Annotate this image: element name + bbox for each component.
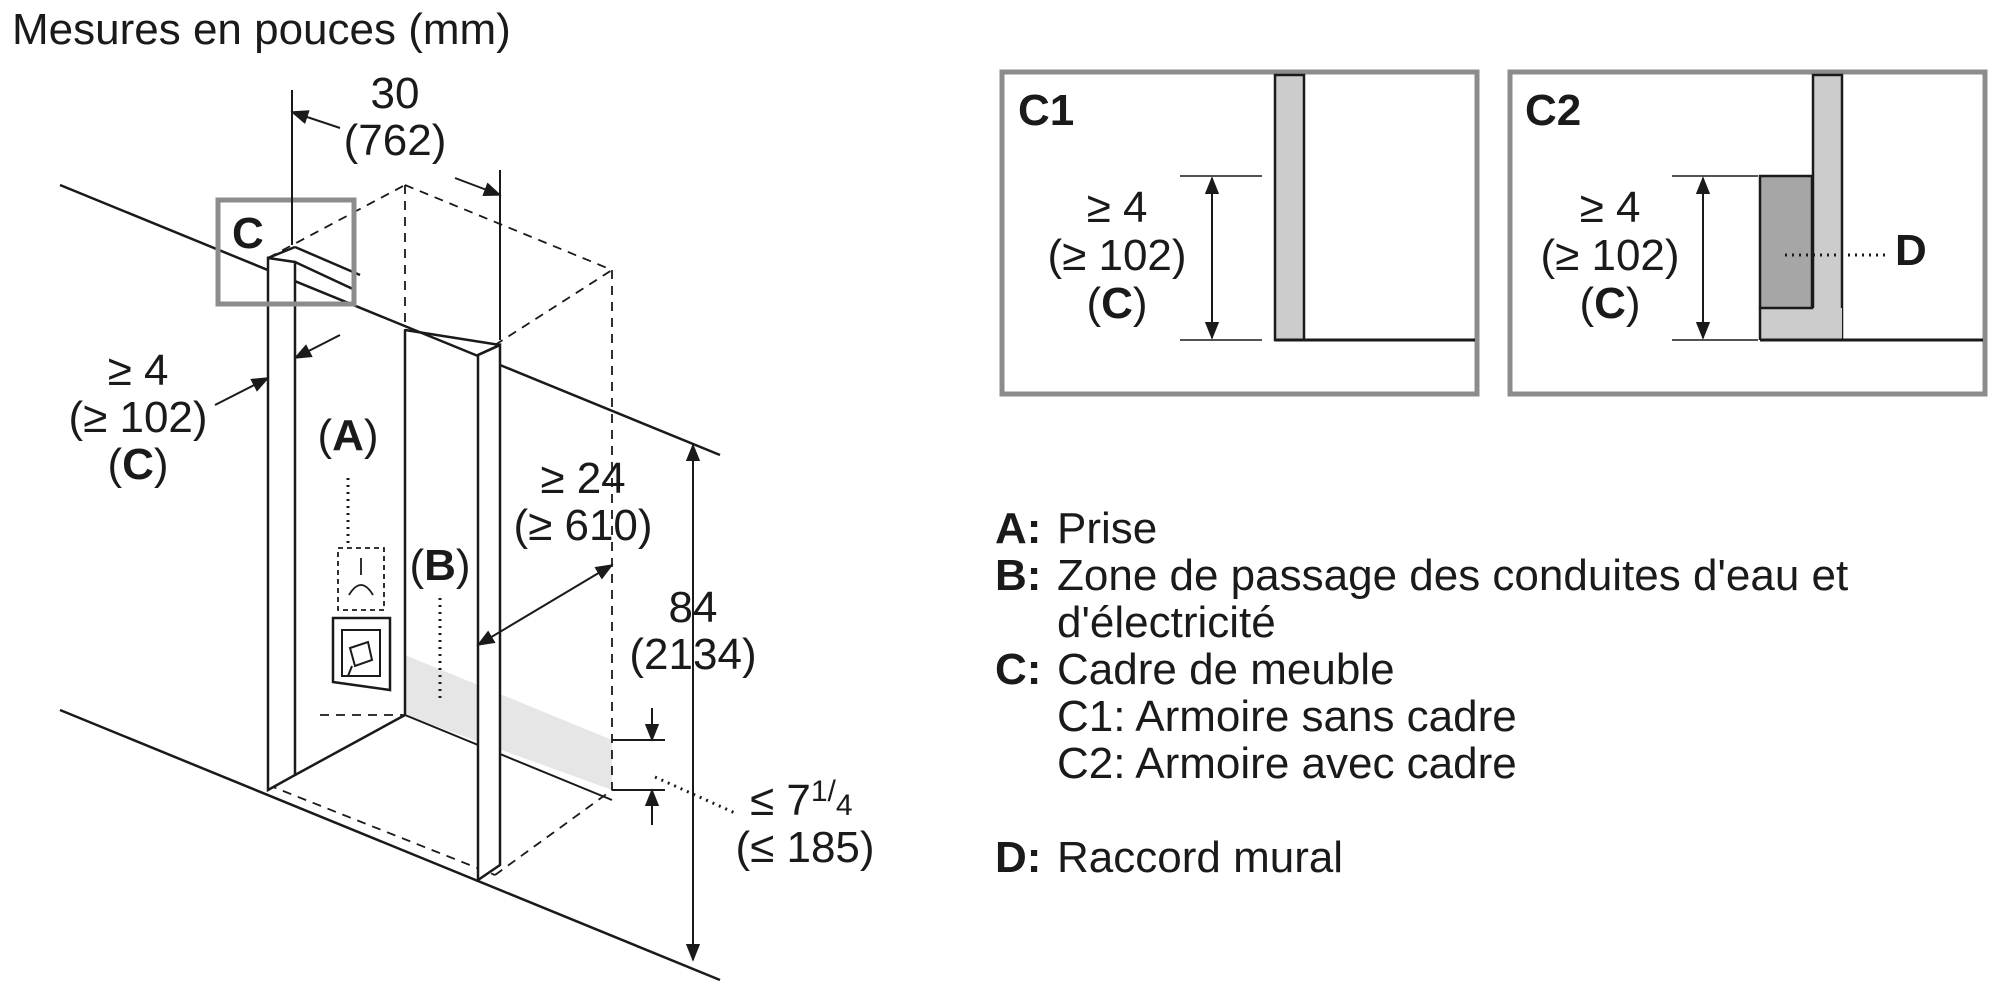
depth-inches: ≥ 24: [540, 454, 625, 503]
detail-c2-gap-ref: (C): [1579, 279, 1640, 328]
detail-c2-wall-label: D: [1895, 226, 1927, 275]
legend-b-text-2: d'électricité: [1057, 598, 1276, 647]
legend-d-text: Raccord mural: [1057, 833, 1343, 882]
height-inches: 84: [669, 583, 718, 632]
legend-b-text-1: Zone de passage des conduites d'eau et: [1057, 551, 1848, 600]
outlet-symbol: [337, 547, 385, 611]
supply-zone-shading: [405, 655, 612, 790]
main-isometric-view: [59, 183, 721, 982]
legend-b-key: B:: [995, 551, 1041, 600]
legend-a-text: Prise: [1057, 504, 1157, 553]
detail-c2-gap-inches: ≥ 4: [1580, 183, 1641, 232]
detail-c1-gap-mm: (≥ 102): [1047, 231, 1186, 280]
detail-c1-gap-inches: ≥ 4: [1087, 183, 1148, 232]
water-valve-symbol: [331, 616, 392, 692]
right-cabinet-panel: [476, 343, 502, 883]
side-gap-inches: ≥ 4: [108, 346, 169, 395]
legend-c-text: Cadre de meuble: [1057, 645, 1395, 694]
legend-a-key: A:: [995, 504, 1041, 553]
detail-c2-cabinet-side: [1811, 73, 1844, 342]
legend-c1-text: C1: Armoire sans cadre: [1057, 692, 1517, 741]
outlet-label: (A): [317, 411, 378, 460]
zone-label: (B): [409, 541, 470, 590]
legend-d-key: D:: [995, 833, 1041, 882]
detail-c2-frame-area: [1760, 308, 1842, 340]
detail-c2-wall-connection: [1758, 174, 1814, 310]
diagram-title: Mesures en pouces (mm): [12, 5, 511, 54]
width-inches: 30: [371, 69, 420, 118]
detail-c2-label: C2: [1525, 86, 1581, 135]
detail-c1-label: C1: [1018, 86, 1074, 135]
detail-c1-gap-ref: (C): [1086, 279, 1147, 328]
frame-detail-box: [215, 197, 357, 307]
side-gap-ref: (C): [107, 440, 168, 489]
left-cabinet-panel: [266, 256, 297, 793]
legend-c2-text: C2: Armoire avec cadre: [1057, 739, 1517, 788]
detail-c1: C1 ≥ 4 (≥ 102) (C): [999, 69, 1480, 397]
depth-mm: (≥ 610): [513, 501, 652, 550]
width-dimension: [290, 90, 502, 340]
ceiling-line: [59, 183, 721, 457]
zone-height-mm: (≤ 185): [735, 823, 874, 872]
depth-dimension-arrow: [476, 564, 614, 646]
side-gap-mm: (≥ 102): [68, 393, 207, 442]
width-mm: (762): [344, 116, 447, 165]
height-mm: (2134): [629, 630, 756, 679]
frame-detail-box-label: C: [232, 209, 264, 258]
detail-c2: C2 ≥ 4 (≥ 102) (C) D: [1507, 69, 1988, 397]
zone-height-dimension: [612, 708, 736, 825]
zone-height-inches: ≤ 71/4: [750, 775, 853, 825]
detail-c1-cabinet-side: [1273, 73, 1306, 342]
side-gap-dimension: [214, 334, 341, 406]
legend-c-key: C:: [995, 645, 1041, 694]
floor-line: [59, 708, 721, 982]
legend: A: Prise B: Zone de passage des conduite…: [995, 504, 1848, 882]
detail-c2-gap-mm: (≥ 102): [1540, 231, 1679, 280]
